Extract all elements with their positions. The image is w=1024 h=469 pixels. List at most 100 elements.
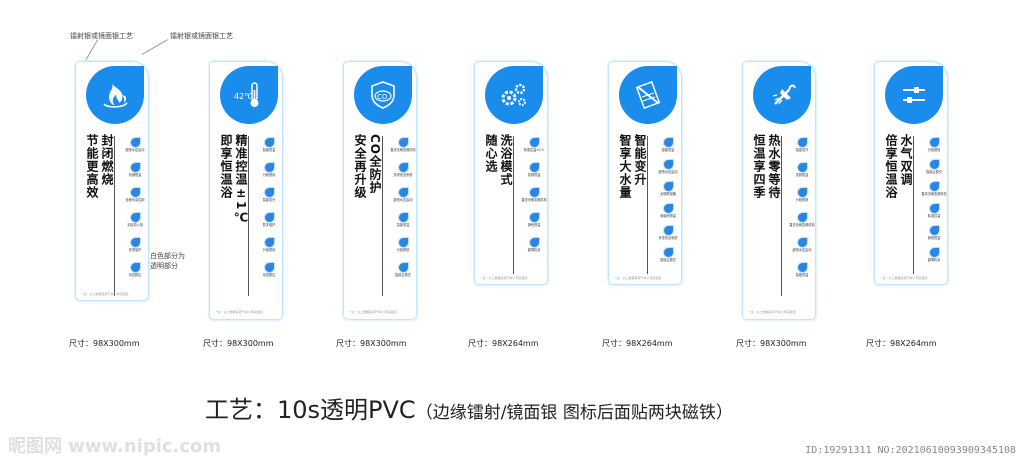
feature-item: 变频恒温: [519, 163, 549, 178]
card-title: 智能变升智享大水量: [618, 134, 647, 199]
feature-icon: [663, 160, 673, 169]
thermometer-icon: 42℃: [220, 66, 278, 124]
card-flame: 封闭燃烧节能更高效 超低水压启动 机械恒温 全程水量控制 无极调火焰 多重保护 …: [76, 62, 148, 300]
feature-item: 直流无刷变频风机: [519, 188, 549, 203]
feature-icon: [398, 213, 408, 222]
feature-item: 智能云模式: [388, 263, 418, 278]
sliders-icon: [885, 66, 943, 124]
feature-item: 直流无刷变频风机: [388, 138, 418, 153]
feature-icon: [130, 238, 140, 247]
feature-item: 精准控温±1℃: [519, 138, 549, 153]
process-title: 工艺：10s透明PVC（边缘镭射/镜面银 图标后面贴两块磁铁）: [205, 390, 733, 425]
feature-item: 动态数控: [120, 263, 150, 278]
size-label: 尺寸：98X264mm: [602, 339, 673, 348]
feature-icon: [398, 188, 408, 197]
feature-icon: [663, 226, 673, 235]
feature-icon: [663, 138, 673, 147]
feature-icon: [398, 263, 408, 272]
feature-item: 超低水压启动: [787, 238, 817, 253]
feature-icon: [398, 163, 408, 172]
feature-item: 分段燃烧: [254, 163, 284, 178]
size-label: 尺寸：98X300mm: [736, 339, 807, 348]
card-title: 水气双调倍享恒温浴: [884, 134, 913, 199]
feature-icon: [529, 188, 539, 197]
annotation-leader-left: [85, 39, 98, 61]
feature-icon: [264, 163, 274, 172]
feature-icon: [398, 238, 408, 247]
transparent-note-line1: 白色部分为: [150, 252, 185, 260]
feature-item: 智能云模式: [653, 248, 683, 263]
feature-item: 智能恒温: [653, 138, 683, 153]
feature-item: 静音恒温: [919, 226, 949, 241]
feature-icon: [529, 213, 539, 222]
process-title-sub: （边缘镭射/镜面银 图标后面贴两块磁铁）: [415, 403, 733, 423]
feature-item: 全程水量控制: [120, 188, 150, 203]
size-label: 尺寸：98X300mm: [203, 339, 274, 348]
feature-item: 分段燃烧: [254, 238, 284, 253]
process-title-main: 工艺：10s透明PVC: [205, 396, 416, 424]
gears-icon: [485, 66, 543, 124]
card-footnote: *注：以上数据来源于本公司实验室: [350, 310, 397, 314]
flame-icon: [86, 66, 144, 124]
feature-icon: [398, 138, 408, 147]
co-icon-text: CO: [377, 93, 388, 101]
feature-icon: [130, 188, 140, 197]
feature-icon: [929, 160, 939, 169]
divider: [114, 136, 115, 296]
feature-item: 超薄机身: [519, 238, 549, 253]
card-water-volume: 智能变升智享大水量 智能恒温 超低水压启动 全铜燃烧器 电磁阀恒温 多重安全系统…: [609, 62, 681, 284]
feature-icon: [130, 263, 140, 272]
feature-item: 分段燃烧: [919, 138, 949, 153]
size-label: 尺寸：98X300mm: [69, 339, 140, 348]
feature-icon: [929, 248, 939, 257]
water-volume-icon: [619, 66, 677, 124]
feature-item: 变频恒温: [787, 163, 817, 178]
feature-item: 直流无刷变频风机: [919, 182, 949, 197]
feature-item: 全铜燃烧器: [653, 182, 683, 197]
transparent-note-line2: 透明部分: [150, 262, 178, 270]
feature-icon: [929, 182, 939, 191]
feature-item: 智能恒温: [388, 213, 418, 228]
feature-item: 智能恒温: [787, 263, 817, 278]
feature-icon: [130, 138, 140, 147]
divider: [913, 136, 914, 274]
feature-icon: [529, 138, 539, 147]
card-co-shield: CO CO全防护安全再升级 直流无刷变频风机 多重安全系统 超低水压启动 智能恒…: [344, 62, 416, 319]
card-footnote: *注：以上数据来源于本公司实验室: [749, 310, 796, 314]
card-footnote: *注：以上数据来源于本公司实验室: [615, 276, 662, 280]
feature-icon: [529, 163, 539, 172]
feature-item: 分段燃烧: [787, 188, 817, 203]
feature-item: 智能变升: [254, 188, 284, 203]
thermometer-icon-text: 42℃: [234, 92, 253, 101]
co-shield-icon: CO: [354, 66, 412, 124]
card-title: CO全防护安全再升级: [353, 134, 382, 199]
feature-icon: [663, 248, 673, 257]
feature-icon: [529, 238, 539, 247]
feature-item: 多重保护: [120, 238, 150, 253]
feature-item: 超薄机身: [919, 248, 949, 263]
card-title: 洗浴模式随心选: [484, 134, 513, 186]
feature-icon: [130, 163, 140, 172]
feature-item: 超低水压启动: [120, 138, 150, 153]
divider: [248, 136, 249, 296]
feature-icon: [797, 213, 807, 222]
feature-icon: [130, 213, 140, 222]
feature-item: 智能云模式: [919, 160, 949, 175]
feature-item: 精准控温: [919, 204, 949, 219]
watermark-left: 昵图网 www.nipic.com: [8, 436, 222, 457]
feature-item: 多重安全系统: [653, 226, 683, 241]
feature-item: 无极调火焰: [120, 213, 150, 228]
divider: [781, 136, 782, 296]
feature-item: 机械恒温: [120, 163, 150, 178]
feature-icon: [663, 182, 673, 191]
feature-item: 分段燃烧: [388, 238, 418, 253]
card-gears: 洗浴模式随心选 精准控温±1℃ 变频恒温 直流无刷变频风机 静音恒温 超薄机身 …: [475, 62, 547, 284]
feature-icon: [929, 138, 939, 147]
feature-icon: [797, 138, 807, 147]
divider: [382, 136, 383, 296]
feature-item: 多重安全系统: [388, 163, 418, 178]
card-footnote: *注：以上数据来源于本公司实验室: [82, 292, 129, 296]
size-label: 尺寸：98X300mm: [336, 339, 407, 348]
feature-icon: [264, 188, 274, 197]
